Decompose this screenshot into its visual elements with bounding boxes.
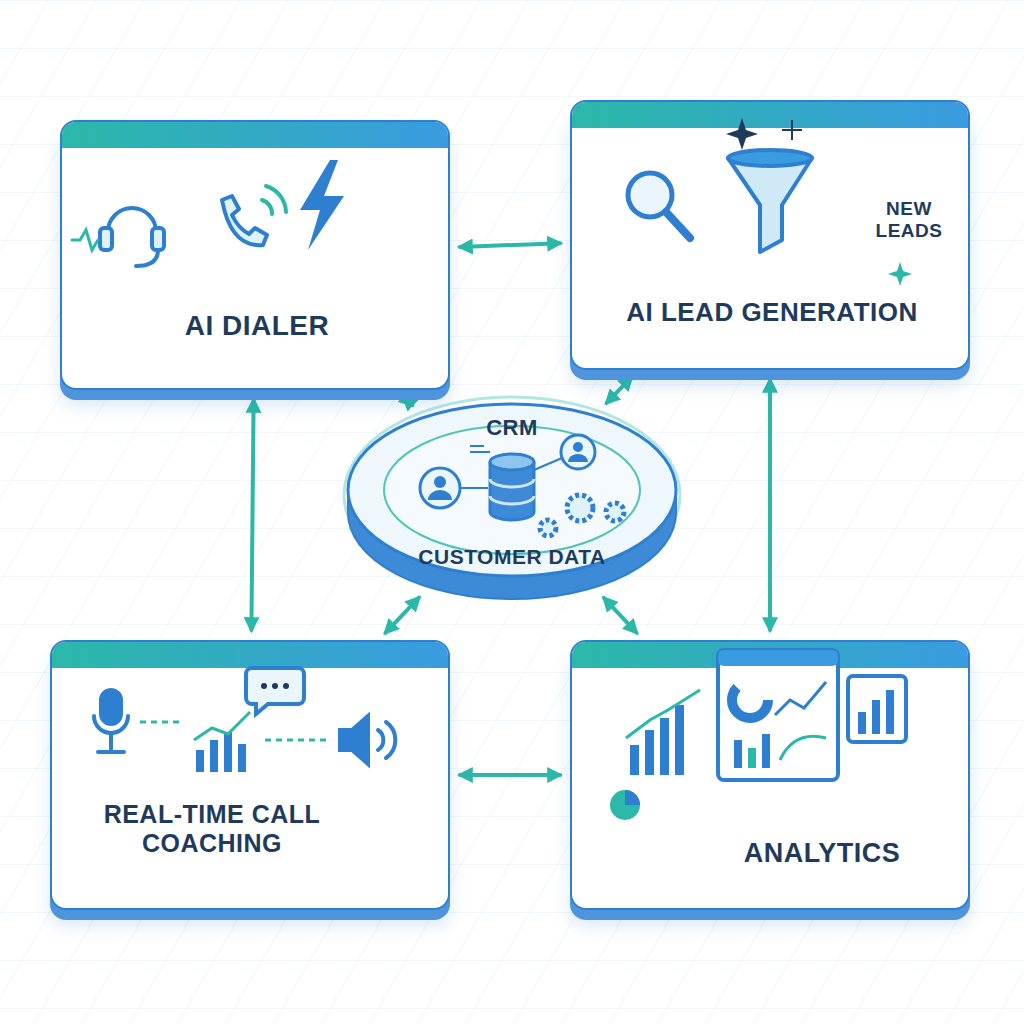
- crm-disk: CRM CUSTOMER DATA: [342, 395, 682, 605]
- flow-arrow: [604, 598, 636, 633]
- magnifier-icon: [628, 173, 690, 238]
- flow-arrow: [460, 243, 560, 247]
- wave-line: [140, 721, 180, 724]
- link-lines: [460, 446, 562, 488]
- gear-icon: [540, 495, 624, 536]
- node-sublabel: NEW LEADS: [854, 198, 964, 242]
- node-label: AI DIALER: [82, 310, 432, 342]
- flow-arrow: [404, 397, 412, 405]
- speaker-icon: [340, 716, 395, 764]
- analytics-panel: ANALYTICS: [570, 640, 970, 910]
- plus-marks: [782, 120, 802, 140]
- flow-arrow: [251, 400, 253, 630]
- flow-arrow: [768, 380, 772, 630]
- node-label: ANALYTICS: [682, 838, 962, 869]
- headset-icon: [72, 208, 164, 266]
- bar-chart-icon: [626, 690, 700, 775]
- database-icon: [490, 454, 534, 520]
- node-label: AI LEAD GENERATION: [592, 298, 952, 328]
- node-sublabel: CUSTOMER DATA: [382, 545, 642, 569]
- node-label: CRM: [437, 415, 587, 440]
- small-bar-panel: [848, 676, 906, 742]
- sparkle-icon: [888, 262, 912, 286]
- funnel-icon: [728, 150, 812, 252]
- chat-bubble-icon: [246, 668, 304, 714]
- flow-arrow: [607, 377, 632, 403]
- dashboard-icon: [718, 650, 838, 780]
- microphone-icon: [94, 690, 128, 752]
- node-label: REAL-TIME CALL COACHING: [72, 800, 352, 858]
- wave-line: [265, 739, 330, 742]
- bar-chart-icon: [194, 712, 250, 772]
- lead-generation-panel: AI LEAD GENERATION NEW LEADS: [570, 100, 970, 370]
- sparkle-icon: [726, 118, 758, 150]
- lightning-icon: [300, 160, 344, 250]
- pie-chart-icon: [610, 790, 640, 820]
- dialer-panel: AI DIALER: [60, 120, 450, 390]
- phone-icon: [222, 186, 286, 245]
- coaching-panel: REAL-TIME CALL COACHING: [50, 640, 450, 910]
- flow-arrow: [386, 598, 419, 633]
- user-icon: [420, 435, 595, 508]
- flow-arrow: [460, 773, 560, 777]
